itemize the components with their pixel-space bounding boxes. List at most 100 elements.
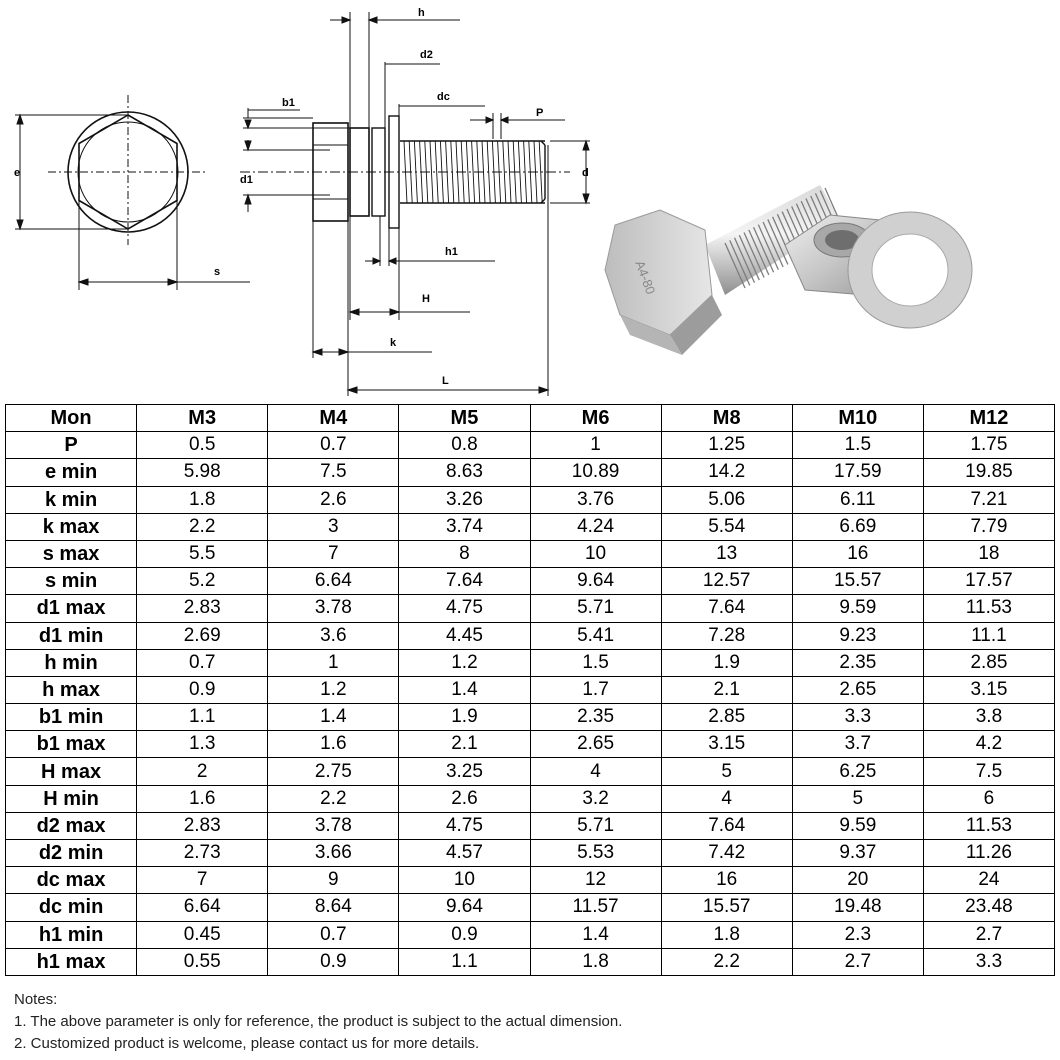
value-cell: 7.64 bbox=[398, 567, 531, 596]
value-cell: 15.57 bbox=[660, 893, 793, 922]
value-cell: 3.15 bbox=[922, 675, 1056, 705]
value-cell: 2.35 bbox=[529, 703, 662, 732]
value-cell: 4.75 bbox=[398, 594, 531, 623]
label-k: k bbox=[390, 337, 397, 349]
value-cell: 6.64 bbox=[267, 567, 400, 596]
value-cell: 5.2 bbox=[136, 567, 269, 596]
note-item-2: 2. Customized product is welcome, please… bbox=[14, 1035, 480, 1052]
value-cell: 1.6 bbox=[267, 730, 400, 759]
value-cell: 1.1 bbox=[398, 947, 531, 976]
value-cell: 1.4 bbox=[267, 703, 400, 732]
dimension-lines bbox=[243, 12, 590, 396]
value-cell: 1.5 bbox=[529, 648, 662, 677]
value-cell: 1.6 bbox=[136, 784, 269, 813]
parameter-cell: d2 min bbox=[4, 838, 138, 868]
value-cell: 17.59 bbox=[791, 458, 924, 487]
header-cell-size: M5 bbox=[398, 403, 531, 433]
product-photo: A4-80 bbox=[604, 185, 973, 355]
bolt-head: A4-80 bbox=[604, 209, 722, 355]
value-cell: 2.6 bbox=[267, 485, 400, 514]
value-cell: 19.48 bbox=[791, 893, 924, 922]
value-cell: 9 bbox=[267, 866, 400, 895]
value-cell: 14.2 bbox=[660, 458, 793, 487]
value-cell: 2.75 bbox=[267, 757, 400, 786]
value-cell: 3.26 bbox=[398, 485, 531, 514]
value-cell: 2.83 bbox=[136, 594, 269, 623]
value-cell: 11.53 bbox=[922, 811, 1056, 841]
value-cell: 3.74 bbox=[398, 512, 531, 541]
parameter-cell: b1 min bbox=[4, 703, 138, 732]
value-cell: 19.85 bbox=[922, 458, 1056, 487]
value-cell: 0.5 bbox=[136, 431, 269, 460]
value-cell: 2.1 bbox=[398, 730, 531, 759]
value-cell: 7.42 bbox=[660, 838, 793, 868]
value-cell: 2.83 bbox=[136, 811, 269, 841]
parameter-cell: k max bbox=[4, 512, 138, 541]
value-cell: 2.7 bbox=[791, 947, 924, 976]
header-cell-size: M6 bbox=[529, 403, 662, 433]
notes-title: Notes: bbox=[14, 991, 58, 1008]
value-cell: 11.1 bbox=[922, 621, 1056, 650]
value-cell: 10.89 bbox=[529, 458, 662, 487]
parameter-cell: s min bbox=[4, 567, 138, 596]
value-cell: 7.21 bbox=[922, 485, 1056, 514]
value-cell: 2.6 bbox=[398, 784, 531, 813]
value-cell: 24 bbox=[922, 866, 1056, 895]
value-cell: 1.2 bbox=[398, 648, 531, 677]
value-cell: 1 bbox=[529, 431, 662, 460]
value-cell: 3.15 bbox=[660, 730, 793, 759]
header-cell-parameter: Mon bbox=[4, 403, 138, 433]
washer bbox=[847, 211, 973, 329]
bolt-technical-drawing: e s b1 d1 h d2 dc P d h1 H k L bbox=[14, 7, 590, 396]
value-cell: 2.35 bbox=[791, 648, 924, 677]
label-e: e bbox=[14, 167, 20, 179]
value-cell: 7.64 bbox=[660, 594, 793, 623]
label-h1: h1 bbox=[445, 246, 458, 258]
parameter-cell: d1 min bbox=[4, 621, 138, 650]
value-cell: 2.85 bbox=[660, 703, 793, 732]
value-cell: 3.78 bbox=[267, 811, 400, 841]
value-cell: 4.75 bbox=[398, 811, 531, 841]
value-cell: 15.57 bbox=[791, 567, 924, 596]
value-cell: 9.59 bbox=[791, 811, 924, 841]
value-cell: 3 bbox=[267, 512, 400, 541]
value-cell: 6 bbox=[922, 784, 1056, 813]
label-d2: d2 bbox=[420, 49, 433, 61]
parameter-cell: H max bbox=[4, 757, 138, 786]
value-cell: 0.7 bbox=[267, 920, 400, 949]
label-s: s bbox=[214, 266, 220, 278]
value-cell: 0.9 bbox=[398, 920, 531, 949]
thread-lines bbox=[403, 140, 543, 204]
value-cell: 0.7 bbox=[136, 648, 269, 677]
value-cell: 2.7 bbox=[922, 920, 1056, 949]
value-cell: 1.4 bbox=[398, 675, 531, 705]
value-cell: 1.8 bbox=[660, 920, 793, 949]
value-cell: 2.69 bbox=[136, 621, 269, 650]
value-cell: 5.5 bbox=[136, 539, 269, 569]
value-cell: 0.9 bbox=[136, 675, 269, 705]
value-cell: 1.9 bbox=[660, 648, 793, 677]
value-cell: 12.57 bbox=[660, 567, 793, 596]
hex-head-end-view bbox=[15, 95, 250, 290]
value-cell: 5.71 bbox=[529, 594, 662, 623]
value-cell: 1.1 bbox=[136, 703, 269, 732]
value-cell: 1.8 bbox=[136, 485, 269, 514]
value-cell: 3.25 bbox=[398, 757, 531, 786]
value-cell: 8.64 bbox=[267, 893, 400, 922]
value-cell: 4.2 bbox=[922, 730, 1056, 759]
value-cell: 7.79 bbox=[922, 512, 1056, 541]
value-cell: 6.11 bbox=[791, 485, 924, 514]
